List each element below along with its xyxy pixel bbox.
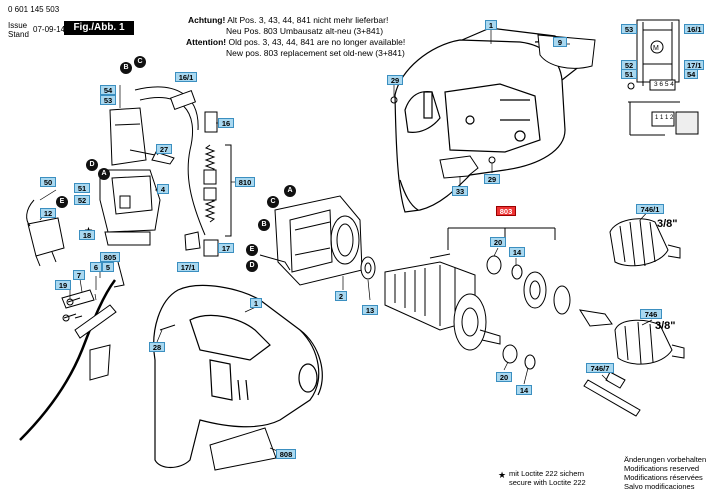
wire-callout-c: C <box>134 56 146 68</box>
wiring-lower: 1 1 1 2 <box>655 115 674 121</box>
part-label-19: 19 <box>55 280 71 290</box>
part-label-52: 52 <box>74 195 90 205</box>
modifications-es: Salvo modificaciones <box>624 482 695 491</box>
svg-text:M: M <box>653 45 659 52</box>
loctite-star-legend-icon: ★ <box>498 471 506 481</box>
notice-de-line2: Neu Pos. 803 Umbausatz alt-neu (3+841) <box>226 26 384 36</box>
part-label-12: 12 <box>40 208 56 218</box>
part-label-51: 51 <box>74 183 90 193</box>
wire-callout-c: C <box>267 196 279 208</box>
part-label-20: 20 <box>496 372 512 382</box>
part-label-54: 54 <box>684 69 698 79</box>
chuck-size-keyed: 3/8" <box>655 320 676 332</box>
part-label-53: 53 <box>100 95 116 105</box>
part-label-33: 33 <box>452 186 468 196</box>
part-label-20: 20 <box>490 237 506 247</box>
part-label-17: 17 <box>218 243 234 253</box>
field-stator-drawing <box>259 195 363 286</box>
issue-label: Issue <box>8 21 28 30</box>
keyed-chuck-drawing <box>614 319 685 365</box>
housing-half-drawing <box>394 27 589 213</box>
part-label-14: 14 <box>516 385 532 395</box>
issue-date: 07-09-14 <box>33 25 66 34</box>
wire-callout-e: E <box>56 196 68 208</box>
loctite-note-de: mit Loctite 222 sichern <box>509 469 585 478</box>
part-label-746-1: 746/1 <box>636 204 664 214</box>
part-label-53: 53 <box>621 24 637 34</box>
part-label-54: 54 <box>100 85 116 95</box>
part-label-29: 29 <box>484 174 500 184</box>
wire-callout-e: E <box>246 244 258 256</box>
part-label-1: 1 <box>250 298 262 308</box>
chuck-size-keyless: 3/8" <box>657 218 678 230</box>
part-label-28: 28 <box>149 342 165 352</box>
wiring-terminals: 3 6 5 4 <box>654 81 674 88</box>
part-label-50: 50 <box>40 177 56 187</box>
part-label-5: 5 <box>102 262 114 272</box>
part-label-746: 746 <box>640 309 662 319</box>
wire-callout-d: D <box>246 260 258 272</box>
notice-en-line2: New pos. 803 replacement set old-new (3+… <box>226 48 405 58</box>
loctite-note-en: secure with Loctite 222 <box>509 478 586 487</box>
part-label-6: 6 <box>90 262 102 272</box>
cord-drawing <box>19 261 125 441</box>
part-label-51: 51 <box>621 69 637 79</box>
drill-housing-drawing <box>153 284 323 469</box>
modifications-en: Modifications reserved <box>624 464 700 473</box>
part-label-16-1: 16/1 <box>175 72 197 82</box>
modifications-fr: Modifications réservées <box>624 473 703 482</box>
wire-callout-a: A <box>98 168 110 180</box>
wire-callout-b: B <box>258 219 270 231</box>
part-label-13: 13 <box>362 305 378 315</box>
part-label-27: 27 <box>156 144 172 154</box>
modifications-de: Änderungen vorbehalten <box>624 455 707 464</box>
part-label-29: 29 <box>387 75 403 85</box>
part-label-18: 18 <box>79 230 95 240</box>
part-label-17-1: 17/1 <box>177 262 199 272</box>
part-label-14: 14 <box>509 247 525 257</box>
part-label-2: 2 <box>335 291 347 301</box>
notice-en-line1: Attention! Old pos. 3, 43, 44, 841 are n… <box>186 37 406 47</box>
wiring-schematic: M <box>627 19 699 136</box>
part-label-808: 808 <box>276 449 296 459</box>
part-label-810: 810 <box>235 177 255 187</box>
part-label-4: 4 <box>157 184 169 194</box>
part-label-16-1: 16/1 <box>684 24 704 34</box>
part-label-1: 1 <box>485 20 497 30</box>
wire-callout-d: D <box>86 159 98 171</box>
part-label-803: 803 <box>496 206 516 216</box>
figure-label: Fig./Abb. 1 <box>64 21 134 35</box>
spring-drawing <box>203 144 232 237</box>
notice-de-line1: Achtung! Alt Pos. 3, 43, 44, 841 nicht m… <box>188 15 389 25</box>
wire-callout-a: A <box>284 185 296 197</box>
part-label-7: 7 <box>73 270 85 280</box>
switch-assembly-drawing <box>99 86 206 246</box>
armature-drawing <box>384 253 501 351</box>
part-label-746-7: 746/7 <box>586 363 614 373</box>
keyless-chuck-drawing <box>609 218 681 267</box>
part-number: 0 601 145 503 <box>8 5 60 14</box>
part-label-16: 16 <box>218 118 234 128</box>
part-label-9: 9 <box>553 37 567 47</box>
stand-label: Stand <box>8 30 29 39</box>
wire-callout-b: B <box>120 62 132 74</box>
part-label-805: 805 <box>100 252 120 262</box>
